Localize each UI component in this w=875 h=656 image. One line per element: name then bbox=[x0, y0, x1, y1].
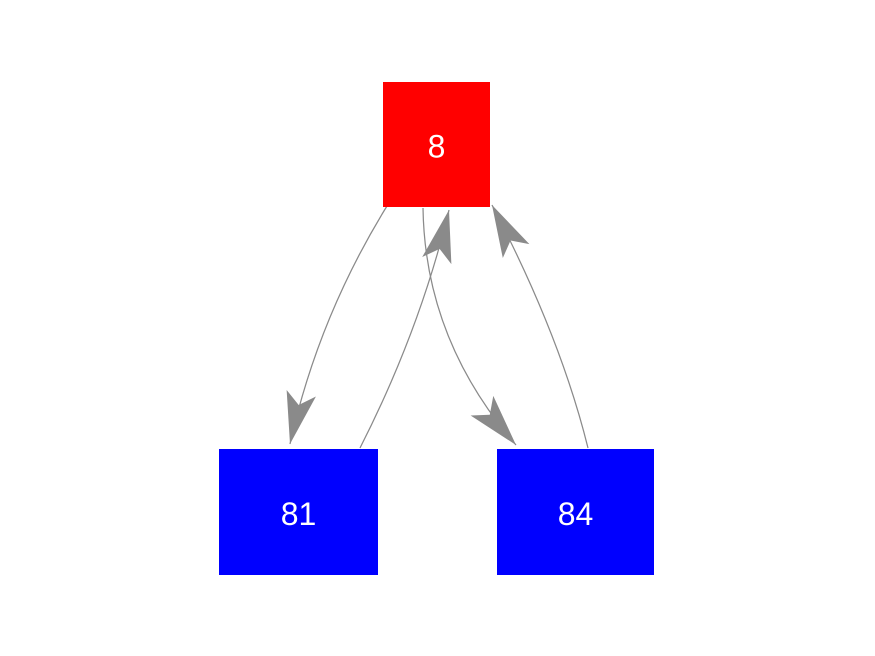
node-box-8[interactable] bbox=[383, 82, 490, 207]
node-label-81: 81 bbox=[281, 496, 317, 532]
edges-layer bbox=[286, 204, 589, 449]
graph-edge-81-to-8 bbox=[359, 209, 452, 449]
graph-node-81[interactable]: 81 bbox=[219, 449, 378, 575]
nodes-layer: 8 81 84 bbox=[219, 82, 654, 575]
graph-edge-8-to-84 bbox=[422, 207, 517, 446]
graph-node-84[interactable]: 84 bbox=[497, 449, 654, 575]
graph-edge-84-to-8 bbox=[491, 204, 589, 449]
graph-edge-8-to-81 bbox=[286, 205, 388, 445]
graph-node-8[interactable]: 8 bbox=[383, 82, 490, 207]
node-label-84: 84 bbox=[558, 496, 594, 532]
node-box-84[interactable] bbox=[497, 449, 654, 575]
node-box-81[interactable] bbox=[219, 449, 378, 575]
node-label-8: 8 bbox=[428, 129, 446, 165]
